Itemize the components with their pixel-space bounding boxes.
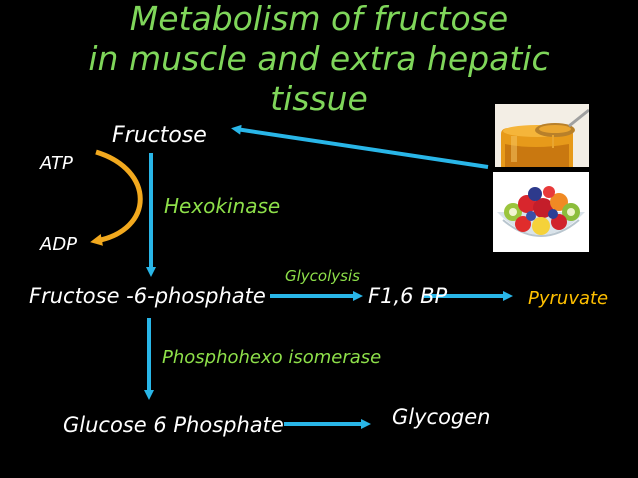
fructose-label: Fructose	[112, 123, 207, 148]
glycolysis-label: Glycolysis	[285, 267, 360, 285]
glycogen-label: Glycogen	[392, 405, 491, 429]
pyruvate-label: Pyruvate	[528, 288, 609, 309]
food-to-fructose-arrow	[231, 124, 489, 169]
title-line-1: Metabolism of fructose	[129, 0, 509, 38]
glucose-6-phosphate-label: Glucose 6 Phosphate	[63, 413, 284, 437]
atp-label: ATP	[40, 153, 73, 174]
f16bp-label: F1,6 BP	[368, 284, 448, 308]
fruit-bowl-image	[493, 172, 589, 252]
adp-label: ADP	[40, 234, 78, 255]
hexokinase-label: Hexokinase	[164, 194, 281, 218]
title-line-3: tissue	[270, 79, 368, 118]
fructose-6-phosphate-label: Fructose -6-phosphate	[29, 284, 266, 308]
title-line-2: in muscle and extra hepatic	[88, 39, 550, 78]
honey-image	[495, 104, 589, 167]
phosphohexo-isomerase-label: Phosphohexo isomerase	[162, 347, 382, 368]
atp-adp-arc	[90, 149, 143, 246]
